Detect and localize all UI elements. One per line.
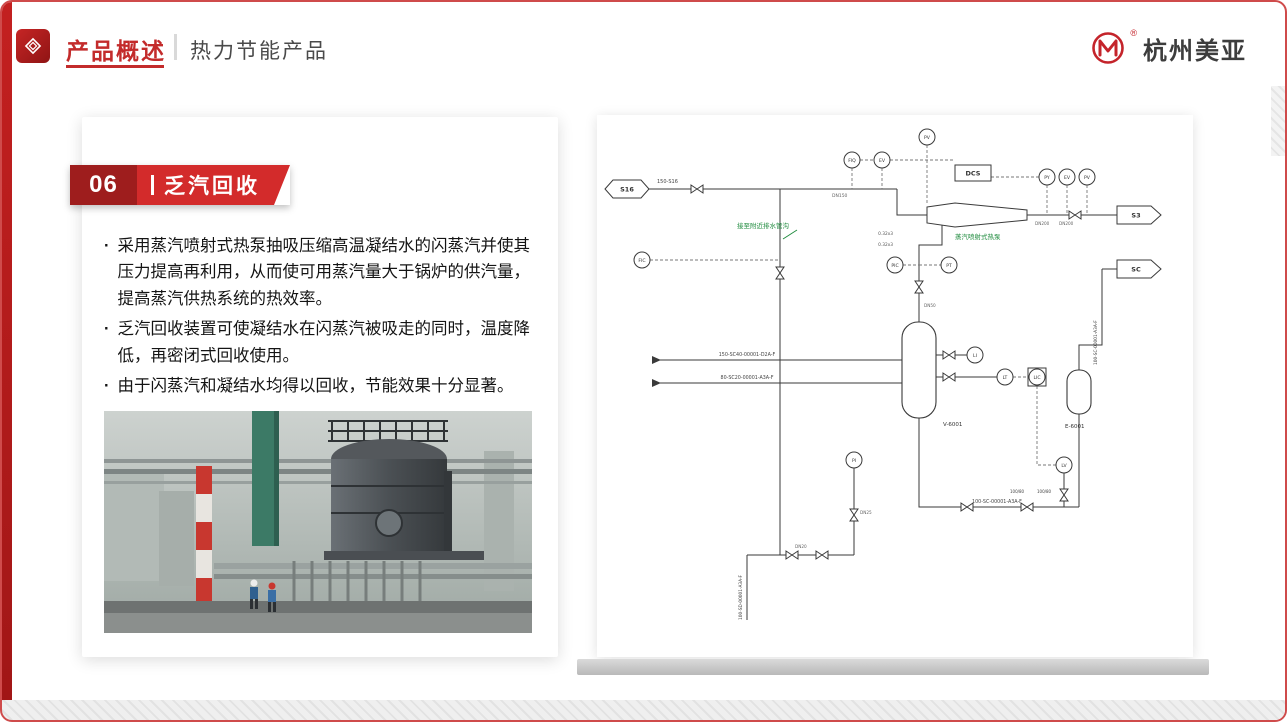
instrument-fic: FIC [638,258,645,264]
size-dn150: DN150 [832,193,848,199]
company-brand: ® 杭州美亚 [1088,28,1247,68]
instrument-ev: EV [879,158,886,164]
page-title: 产品概述 [66,38,166,64]
tag-vessel: V-6001 [943,422,962,428]
company-logo-icon [1092,32,1125,64]
instrument-pic: PIC [891,263,898,269]
banner-separator [151,175,154,195]
flag-s3: S3 [1131,212,1140,220]
instrument-lt: LT [1003,375,1008,381]
reducer-2: 100/80 [1037,489,1052,494]
title-underline [66,65,164,68]
diagram-card: S16 S3 SC DCS FIC FIQ EV PV PY EV PV PIC… [597,115,1193,657]
size-dn200b: DN200 [1059,221,1074,226]
bottom-pattern-band [2,700,1285,720]
brand-mark-icon [16,29,50,63]
dcs-box [954,164,992,182]
size-dn25: DN25 [860,510,872,515]
size-dn50: DN50 [924,303,936,308]
ratio-1: 0.32x3 [878,231,893,237]
instrument-fiq: FIQ [848,158,856,164]
bullet-marker: · [104,320,110,339]
bullet-marker: · [104,376,110,395]
tag-inlet1: 150-SC40-00001-D2A-F [719,352,776,358]
instrument-li: LI [973,353,977,359]
section-number: 06 [70,165,137,205]
tag-sc-line: 100-SC-00001-A3A-F [1093,320,1099,365]
content-card: 06 乏汽回收 · 采用蒸汽喷射式热泵抽吸压缩高温凝结水的闪蒸汽并使其压力提高再… [70,117,558,657]
size-dn20: DN20 [795,544,807,549]
bullet-text: 由于闪蒸汽和凝结水均得以回收，节能效果十分显著。 [117,376,514,395]
worker-figure [268,582,276,612]
page-subtitle: 热力节能产品 [190,40,328,63]
instrument-lv: LV [1061,463,1067,469]
instrument-pv: PV [924,135,931,141]
inlet-arrow [652,379,661,387]
flag-s16: S16 [620,186,634,194]
right-edge-pattern [1271,86,1285,156]
inlet-arrow [652,356,661,364]
ratio-2: 0.32x3 [878,242,893,248]
tag-main-line: 150-S16 [657,179,678,185]
header-divider [174,34,177,60]
instrument-pv2: PV [1084,175,1091,181]
section-banner: 06 乏汽回收 [70,165,290,205]
plant-photo [104,411,532,633]
instrument-pt: PT [946,263,952,269]
reducer-1: 100/80 [1010,489,1025,494]
tag-drain-line: 100-SD-00001-A3A-F [738,574,744,620]
bullet-item: · 由于闪蒸汽和凝结水均得以回收，节能效果十分显著。 [104,373,536,399]
pid-equipment [652,164,1092,419]
heat-exchanger [1066,369,1092,415]
note-leader [782,229,798,240]
company-name: 杭州美亚 [1143,37,1247,65]
section-title: 乏汽回收 [164,175,260,198]
note-ejector: 蒸汽喷射式热泵 [955,232,1001,241]
pid-instruments: FIC FIQ EV PV PY EV PV PIC PT PI LI LT L… [633,128,1096,474]
bullet-text: 乏汽回收装置可使凝结水在闪蒸汽被吸走的同时，温度降低，再密闭式回收使用。 [117,320,531,365]
pid-flags: S16 S3 SC DCS [604,170,1162,279]
pid-signal-lines [650,145,1088,466]
instrument-py: PY [1044,175,1050,181]
instrument-pi: PI [852,458,856,464]
pid-diagram: S16 S3 SC DCS FIC FIQ EV PV PY EV PV PIC… [604,128,1162,620]
flag-sc: SC [1131,266,1141,274]
dcs-label: DCS [966,170,981,178]
bullet-item: · 采用蒸汽喷射式热泵抽吸压缩高温凝结水的闪蒸汽并使其压力提高再利用，从而使可用… [104,233,536,312]
pid-labels: 150-S16 DN150 DN200 DN200 DN50 DN25 DN20… [657,179,1099,620]
instrument-lic: LIC [1033,375,1040,381]
tag-inlet2: 80-SC20-00001-A3A-F [721,375,774,381]
registered-mark: ® [1130,28,1137,38]
tag-bottom: 100-SC-00001-A3A-F [972,499,1022,505]
tag-exchanger: E-6001 [1065,424,1084,430]
bullet-marker: · [104,237,110,255]
section-title-banner: 乏汽回收 [137,165,290,205]
left-accent-bar [2,2,12,720]
diamond-box-icon [24,37,42,55]
bullet-item: · 乏汽回收装置可使凝结水在闪蒸汽被吸走的同时，温度降低，再密闭式回收使用。 [104,316,536,369]
worker-figure [250,579,258,609]
pid-valves [690,184,1082,560]
bullet-list: · 采用蒸汽喷射式热泵抽吸压缩高温凝结水的闪蒸汽并使其压力提高再利用，从而使可用… [104,233,536,403]
plant-photo-illustration [104,411,532,633]
flash-vessel [901,321,937,419]
diagram-pedestal [577,659,1209,675]
size-dn200: DN200 [1035,221,1050,226]
bullet-text: 采用蒸汽喷射式热泵抽吸压缩高温凝结水的闪蒸汽并使其压力提高再利用，从而使可用蒸汽… [117,237,531,308]
instrument-ev2: EV [1064,175,1071,181]
steam-ejector [926,202,1028,228]
note-drain: 接至附近排水管沟 [737,221,789,230]
pid-lines [649,188,1117,620]
